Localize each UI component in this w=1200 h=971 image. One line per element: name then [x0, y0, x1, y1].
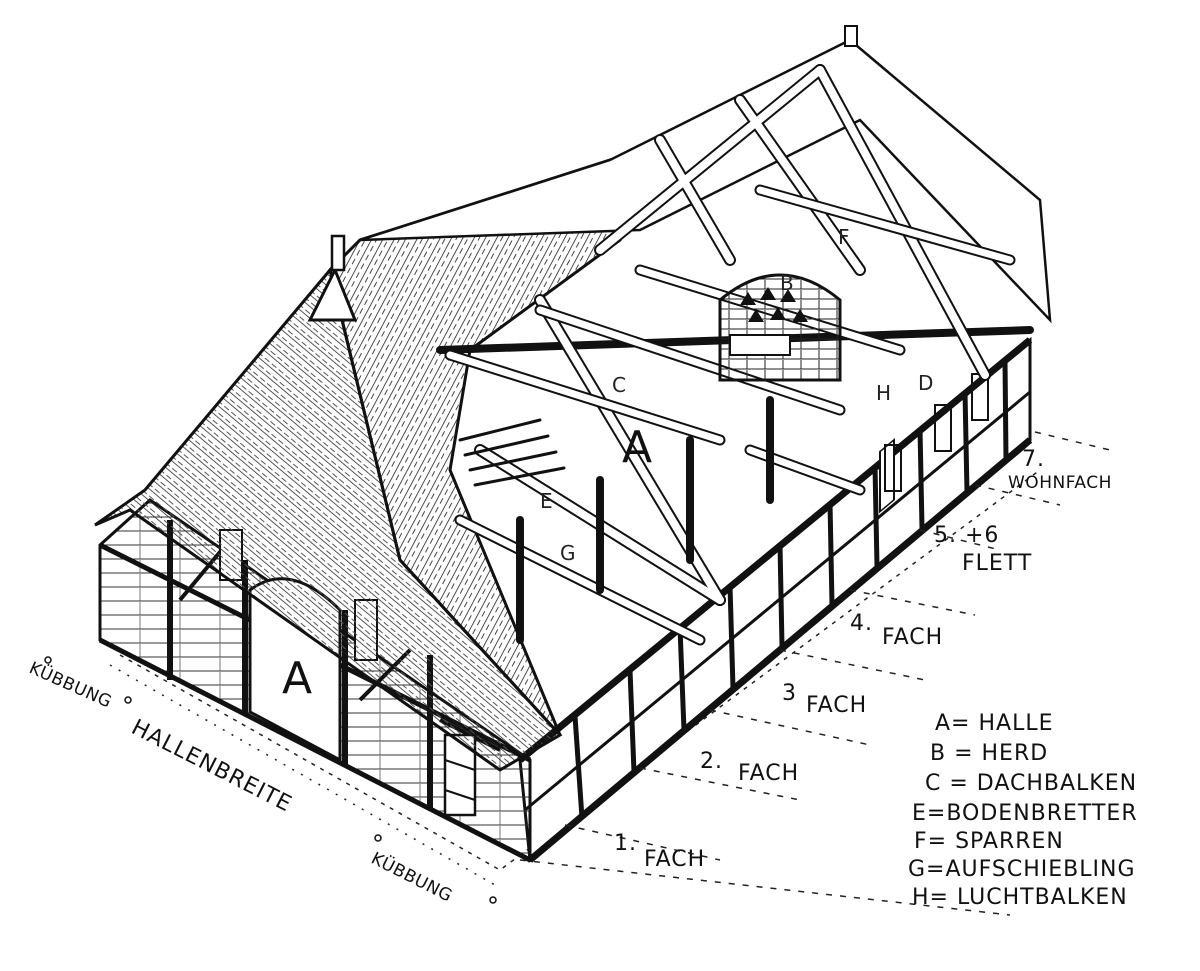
bay-number-2: 2. — [700, 749, 723, 774]
bay-number-7: 7. — [1022, 447, 1045, 472]
bay-number-5-6: 5. +6 — [934, 523, 999, 548]
bay-label-3: 3 FACH — [782, 681, 867, 718]
bay-text-7: WOHNFACH — [1008, 473, 1112, 493]
label-halle-interior: A — [622, 422, 652, 473]
label-kubbung-left: KÜBBUNG — [26, 656, 116, 712]
hearth-herd — [718, 273, 842, 382]
label-kubbung-right: KÜBBUNG — [368, 847, 457, 907]
bay-label-7: 7. WOHNFACH — [1008, 447, 1112, 493]
structure-letters: A A B C E F G H D — [282, 225, 933, 704]
label-herd: B — [780, 271, 794, 295]
bay-labels: 7. WOHNFACH 5. +6 FLETT 4. FACH 3 FACH 2… — [614, 447, 1112, 872]
label-hallenbreite: HALLENBREITE — [127, 715, 296, 817]
bay-number-3: 3 — [782, 681, 797, 706]
bay-dividers — [519, 431, 1111, 916]
label-flett-marker: D — [918, 371, 933, 395]
label-dachbalken: C — [612, 373, 626, 397]
bay-label-2: 2. FACH — [700, 749, 799, 786]
legend-item-aufschiebling: G=AUFSCHIEBLING — [908, 857, 1136, 882]
legend: A= HALLE B = HERD C = DACHBALKEN E=BODEN… — [908, 711, 1138, 910]
bay-text-2: FACH — [738, 761, 799, 786]
label-aufschiebling: G — [560, 541, 576, 565]
legend-item-luchtbalken: H= LUCHTBALKEN — [912, 885, 1128, 910]
bay-label-4: 4. FACH — [850, 611, 943, 650]
roof-framing — [436, 64, 1034, 646]
label-sparren: F — [838, 225, 850, 249]
bay-number-4: 4. — [850, 611, 873, 636]
legend-item-dachbalken: C = DACHBALKEN — [925, 771, 1137, 796]
label-bodenbretter: E — [540, 489, 553, 513]
bay-text-5-6: FLETT — [962, 551, 1032, 576]
ground-foundation — [109, 469, 1041, 886]
bay-label-1: 1. FACH — [614, 831, 705, 872]
bay-text-1: FACH — [644, 847, 705, 872]
legend-item-herd: B = HERD — [930, 741, 1048, 766]
bay-number-1: 1. — [614, 831, 637, 856]
label-luchtbalken: H — [876, 381, 891, 405]
legend-item-halle: A= HALLE — [935, 711, 1053, 736]
bay-label-5-6: 5. +6 FLETT — [934, 523, 1032, 576]
label-halle-floor: A — [282, 653, 312, 704]
front-gable-wall — [98, 498, 532, 863]
legend-item-bodenbretter: E=BODENBRETTER — [912, 801, 1138, 826]
right-long-wall — [517, 336, 1033, 863]
legend-item-sparren: F= SPARREN — [914, 829, 1064, 854]
thatched-roof — [94, 25, 1052, 772]
bay-text-4: FACH — [882, 625, 943, 650]
bay-text-3: FACH — [806, 693, 867, 718]
